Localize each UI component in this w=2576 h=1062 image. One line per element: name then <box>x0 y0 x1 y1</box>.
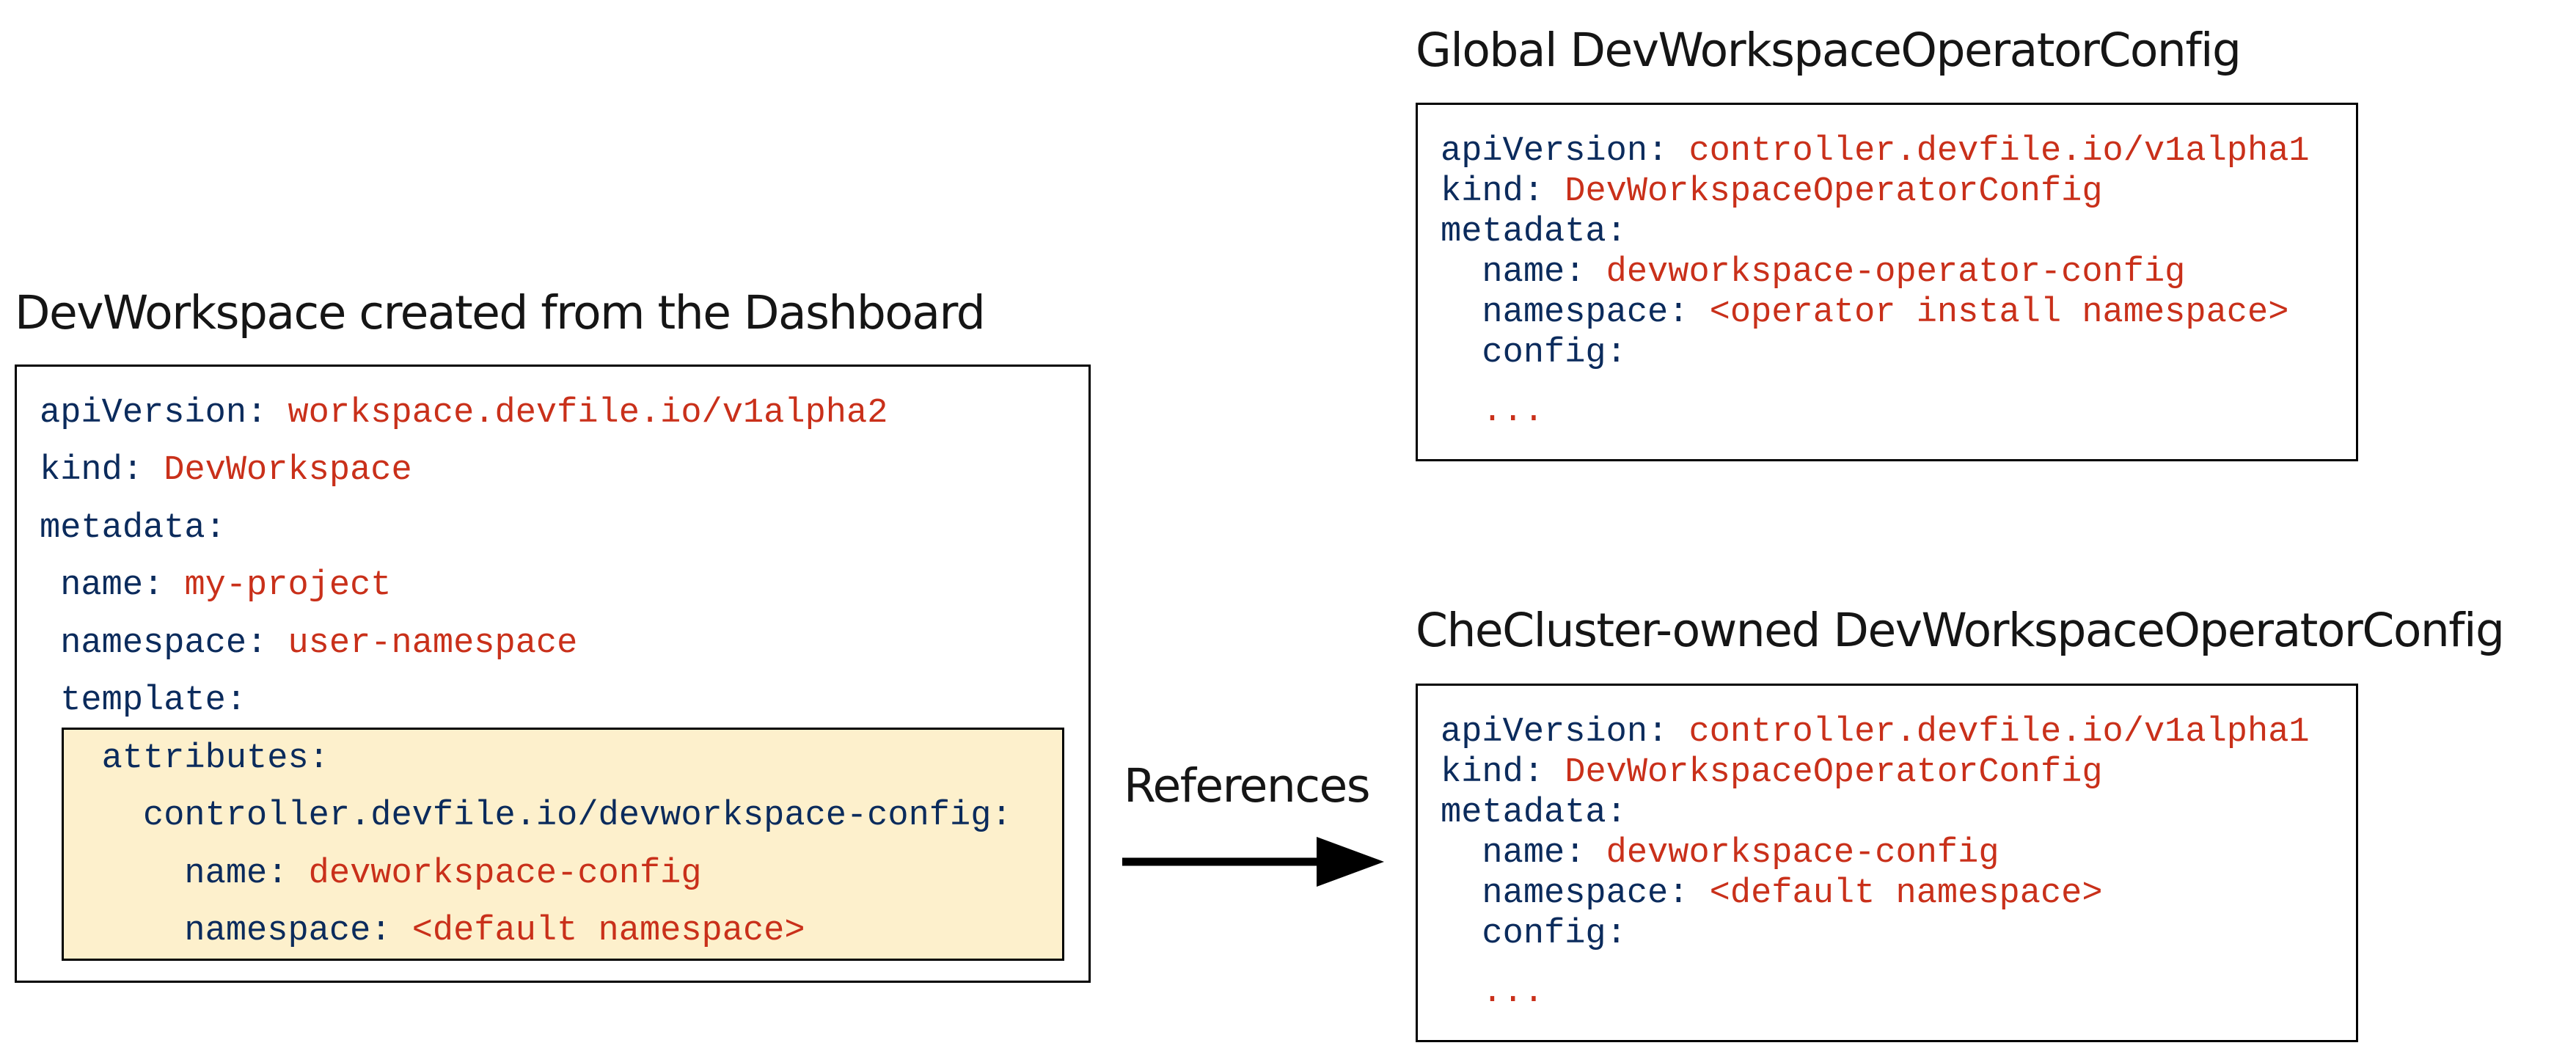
checluster-line-name: name: devworkspace-config <box>1441 834 1999 873</box>
devworkspace-line-kind: kind: DevWorkspace <box>40 451 412 490</box>
global-line-config: config: <box>1441 334 1627 373</box>
devworkspace-line-metadata: metadata: <box>40 509 226 548</box>
global-line-kind: kind: DevWorkspaceOperatorConfig <box>1441 172 2103 211</box>
devworkspace-line-namespace: namespace: user-namespace <box>40 624 578 663</box>
devworkspace-config-attribute-highlight <box>62 728 1064 961</box>
references-arrow-icon <box>1122 837 1384 887</box>
references-label: References <box>1124 759 1371 813</box>
global-line-apiversion: apiVersion: controller.devfile.io/v1alph… <box>1441 132 2310 171</box>
checluster-config-title: CheCluster-owned DevWorkspaceOperatorCon… <box>1416 604 2505 657</box>
global-config-title: Global DevWorkspaceOperatorConfig <box>1416 23 2242 77</box>
checluster-line-namespace: namespace: <default namespace> <box>1441 874 2103 913</box>
devworkspace-line-attributes: attributes: <box>40 739 329 778</box>
checluster-line-apiversion: apiVersion: controller.devfile.io/v1alph… <box>1441 713 2310 752</box>
checluster-line-ellipsis: ... <box>1482 973 1545 1012</box>
devworkspace-line-template: template: <box>40 681 247 720</box>
checluster-line-metadata: metadata: <box>1441 794 1627 832</box>
devworkspace-line-config-attribute: controller.devfile.io/devworkspace-confi… <box>40 796 1012 835</box>
global-config-yaml-box <box>1416 103 2358 461</box>
checluster-line-config: config: <box>1441 915 1627 953</box>
devworkspace-title: DevWorkspace created from the Dashboard <box>15 286 986 340</box>
checluster-config-yaml-box <box>1416 684 2358 1042</box>
devworkspace-line-config-name: name: devworkspace-config <box>40 854 702 893</box>
global-line-metadata: metadata: <box>1441 213 1627 252</box>
devworkspace-line-apiversion: apiVersion: workspace.devfile.io/v1alpha… <box>40 394 888 433</box>
devworkspace-line-name: name: my-project <box>40 566 392 605</box>
global-line-ellipsis: ... <box>1482 392 1545 431</box>
global-line-name: name: devworkspace-operator-config <box>1441 253 2186 292</box>
devworkspace-line-config-namespace: namespace: <default namespace> <box>40 912 805 951</box>
checluster-line-kind: kind: DevWorkspaceOperatorConfig <box>1441 753 2103 792</box>
global-line-namespace: namespace: <operator install namespace> <box>1441 293 2289 332</box>
